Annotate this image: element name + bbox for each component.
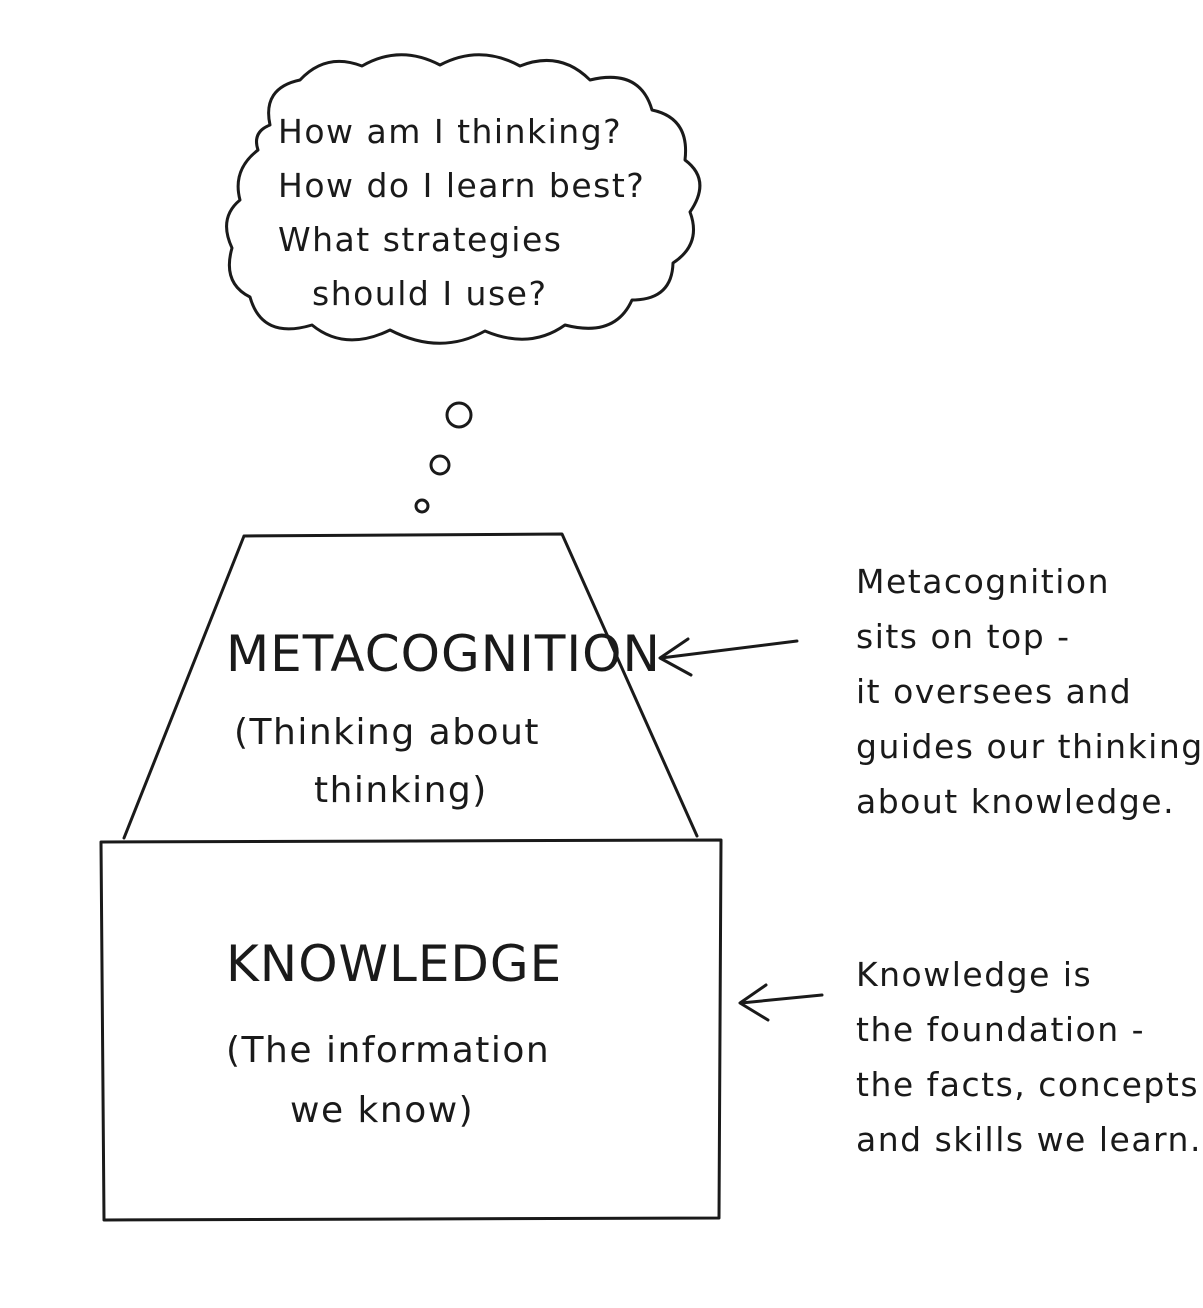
arrow-to-knowledge xyxy=(738,983,824,1022)
knowledge-note-line: the foundation - xyxy=(856,1010,1146,1049)
arrow-to-metacognition xyxy=(658,637,799,677)
metacognition-note-line: guides our thinking xyxy=(856,727,1203,766)
knowledge-box xyxy=(99,838,723,1222)
thought-bubble-large xyxy=(445,401,473,429)
cloud-question-line: should I use? xyxy=(312,274,548,313)
metacognition-note-line: Metacognition xyxy=(856,562,1111,601)
metacognition-note-line: it oversees and xyxy=(856,672,1133,711)
cloud-question-line: How do I learn best? xyxy=(278,166,646,205)
knowledge-subtitle: we know) xyxy=(290,1090,475,1131)
metacognition-note-line: about knowledge. xyxy=(856,782,1176,821)
cloud-question-line: What strategies xyxy=(278,220,563,259)
knowledge-title: KNOWLEDGE xyxy=(226,935,563,993)
metacognition-subtitle: thinking) xyxy=(314,770,488,811)
metacognition-note-line: sits on top - xyxy=(856,617,1071,656)
metacognition-subtitle: (Thinking about xyxy=(234,712,540,753)
knowledge-subtitle: (The information xyxy=(226,1030,551,1071)
metacognition-title: METACOGNITION xyxy=(226,625,661,683)
thought-cloud xyxy=(225,53,702,345)
knowledge-note-line: and skills we learn. xyxy=(856,1120,1202,1159)
cloud-question-line: How am I thinking? xyxy=(278,112,623,151)
thought-bubble-medium xyxy=(429,454,451,476)
knowledge-note-line: the facts, concepts xyxy=(856,1065,1200,1104)
metacognition-trapezoid xyxy=(122,532,699,840)
knowledge-note-line: Knowledge is xyxy=(856,955,1093,994)
thought-bubble-small xyxy=(414,498,430,514)
